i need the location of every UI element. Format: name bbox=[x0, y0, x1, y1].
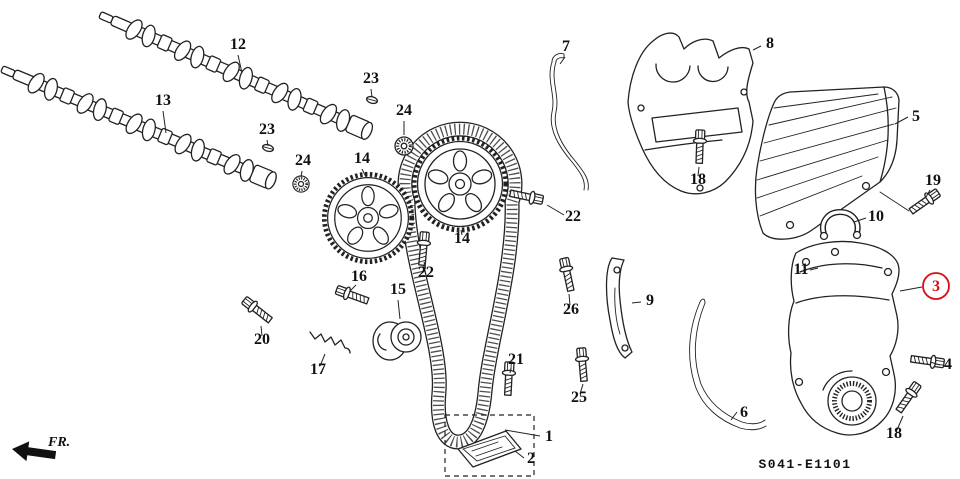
part-label-24: 24 bbox=[295, 152, 311, 169]
part-label-18: 18 bbox=[690, 171, 706, 188]
leader-line-6 bbox=[730, 411, 738, 421]
cam-pulley-right-art bbox=[414, 138, 506, 230]
leader-line-10 bbox=[853, 217, 867, 223]
upper-front-cover-art bbox=[754, 86, 900, 240]
part-label-14: 14 bbox=[354, 150, 370, 167]
diagram-code: S041-E1101 bbox=[758, 457, 851, 472]
leader-line-13 bbox=[162, 110, 167, 134]
leader-line-15 bbox=[397, 299, 401, 320]
part-label-23: 23 bbox=[259, 121, 275, 138]
bolt-16-art bbox=[333, 282, 371, 308]
bolt-26-art bbox=[556, 256, 578, 293]
upper-back-cover-art bbox=[627, 32, 754, 195]
part-label-19: 19 bbox=[925, 172, 941, 189]
bolt-4-art bbox=[909, 351, 946, 371]
leader-line-14 bbox=[361, 168, 367, 178]
leader-line-8 bbox=[752, 45, 762, 51]
part-label-15: 15 bbox=[390, 281, 406, 298]
part-label-11: 11 bbox=[793, 261, 808, 278]
part-label-8: 8 bbox=[766, 35, 774, 52]
leader-line-23 bbox=[266, 139, 269, 147]
bolt-19-art bbox=[906, 186, 943, 218]
part-label-23: 23 bbox=[363, 70, 379, 87]
detail-box bbox=[444, 414, 535, 477]
leader-line-5 bbox=[894, 116, 909, 125]
leader-line-22 bbox=[423, 261, 427, 270]
part-label-18: 18 bbox=[886, 425, 902, 442]
leader-line-24 bbox=[300, 170, 303, 178]
fr-arrow-icon bbox=[12, 441, 57, 462]
leader-line-16 bbox=[349, 284, 357, 292]
diagram-art: FR. S041-E1101 bbox=[0, 3, 946, 477]
part-label-10: 10 bbox=[868, 208, 884, 225]
part-label-22: 22 bbox=[418, 264, 434, 281]
part-label-25: 25 bbox=[571, 389, 587, 406]
part-label-6: 6 bbox=[740, 404, 748, 421]
leader-line-1 bbox=[504, 429, 541, 437]
part-label-12: 12 bbox=[230, 36, 246, 53]
leader-line-22 bbox=[546, 204, 565, 216]
part-label-24: 24 bbox=[396, 102, 412, 119]
leader-line-14 bbox=[460, 229, 463, 236]
leader-line-17 bbox=[319, 353, 326, 367]
leader-line-19 bbox=[925, 189, 931, 198]
leader-line-26 bbox=[568, 293, 571, 306]
cam-seal-art bbox=[291, 174, 311, 194]
leader-line-20 bbox=[260, 325, 263, 337]
part-label-17: 17 bbox=[310, 361, 326, 378]
leader-line-4 bbox=[929, 361, 941, 366]
leader-line-3 bbox=[899, 286, 923, 292]
gasket-wire-art bbox=[549, 53, 589, 191]
leader-line-2 bbox=[514, 450, 525, 459]
tensioner-art bbox=[372, 321, 422, 361]
leader-line-11 bbox=[809, 267, 819, 271]
bolt-18-art bbox=[892, 379, 924, 416]
fr-label: FR. bbox=[47, 435, 70, 450]
lower-front-cover-art bbox=[787, 240, 900, 436]
leader-line-21 bbox=[509, 367, 512, 374]
gasket-6-art bbox=[689, 298, 767, 431]
part-label-26: 26 bbox=[563, 301, 579, 318]
bolt-20-art bbox=[239, 294, 275, 327]
bolt-25-art bbox=[574, 346, 592, 383]
part-label-14: 14 bbox=[454, 230, 470, 247]
part-label-21: 21 bbox=[508, 351, 524, 368]
bolt-19-pointer bbox=[879, 191, 910, 212]
part-label-20: 20 bbox=[254, 331, 270, 348]
leader-line-7 bbox=[559, 56, 566, 65]
front-direction-marker: FR. bbox=[12, 435, 70, 462]
belt-guide-art bbox=[605, 257, 633, 359]
leader-line-18 bbox=[896, 415, 904, 431]
cam-pulley-left-art bbox=[324, 174, 411, 261]
tensioner-spring-art bbox=[309, 331, 351, 354]
leader-line-23 bbox=[370, 88, 373, 98]
part-label-5: 5 bbox=[912, 108, 920, 125]
part-label-9: 9 bbox=[646, 292, 654, 309]
part-label-4: 4 bbox=[944, 356, 952, 373]
part-label-16: 16 bbox=[351, 268, 367, 285]
highlight-circle-3 bbox=[922, 272, 950, 300]
part-label-22: 22 bbox=[565, 208, 581, 225]
part-label-13: 13 bbox=[155, 92, 171, 109]
leader-line-9 bbox=[631, 301, 642, 304]
part-label-7: 7 bbox=[562, 38, 570, 55]
caution-plate-art bbox=[457, 430, 522, 468]
part-label-1: 1 bbox=[545, 428, 553, 445]
leader-line-18 bbox=[697, 166, 700, 177]
part-label-3: 3 bbox=[932, 278, 940, 295]
leader-line-25 bbox=[579, 383, 584, 395]
part-label-2: 2 bbox=[527, 450, 535, 467]
leader-line-12 bbox=[237, 54, 243, 74]
cam-seal-art bbox=[393, 135, 415, 157]
bracket-10-art bbox=[819, 208, 862, 241]
